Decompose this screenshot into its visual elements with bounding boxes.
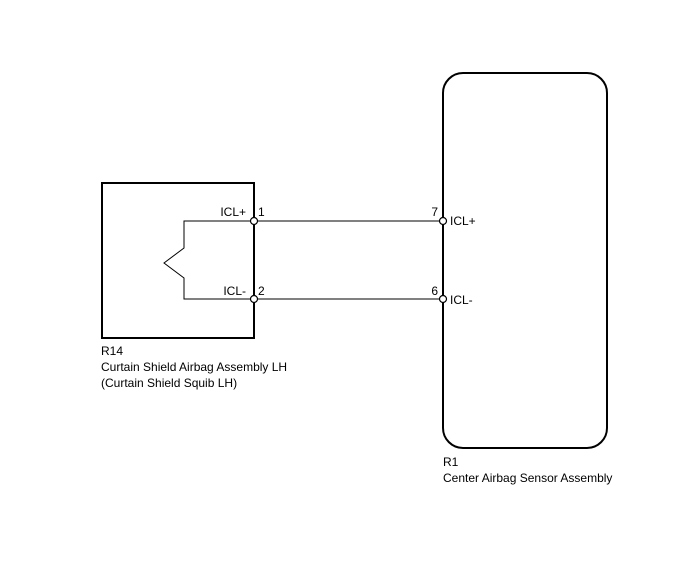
r1-component-box	[442, 72, 608, 449]
r14-pin1-number: 1	[258, 205, 265, 219]
r1-pin7-label: ICL+	[450, 214, 476, 228]
r1-code: R1	[443, 455, 459, 469]
r14-component-box	[101, 182, 255, 339]
terminal-r1-7	[438, 216, 448, 226]
r1-name: Center Airbag Sensor Assembly	[443, 471, 612, 485]
squib-symbol	[163, 220, 254, 300]
terminal-r14-2	[249, 294, 259, 304]
r14-code: R14	[101, 344, 123, 358]
terminal-r1-6	[438, 294, 448, 304]
r14-pin1-label: ICL+	[220, 205, 246, 219]
r1-pin6-number: 6	[431, 284, 438, 298]
r14-pin2-label: ICL-	[223, 284, 246, 298]
r1-pin7-number: 7	[431, 205, 438, 219]
r14-subname: (Curtain Shield Squib LH)	[101, 376, 237, 390]
r14-name: Curtain Shield Airbag Assembly LH	[101, 360, 287, 374]
r14-pin2-number: 2	[258, 284, 265, 298]
terminal-r14-1	[249, 216, 259, 226]
r1-pin6-label: ICL-	[450, 293, 473, 307]
